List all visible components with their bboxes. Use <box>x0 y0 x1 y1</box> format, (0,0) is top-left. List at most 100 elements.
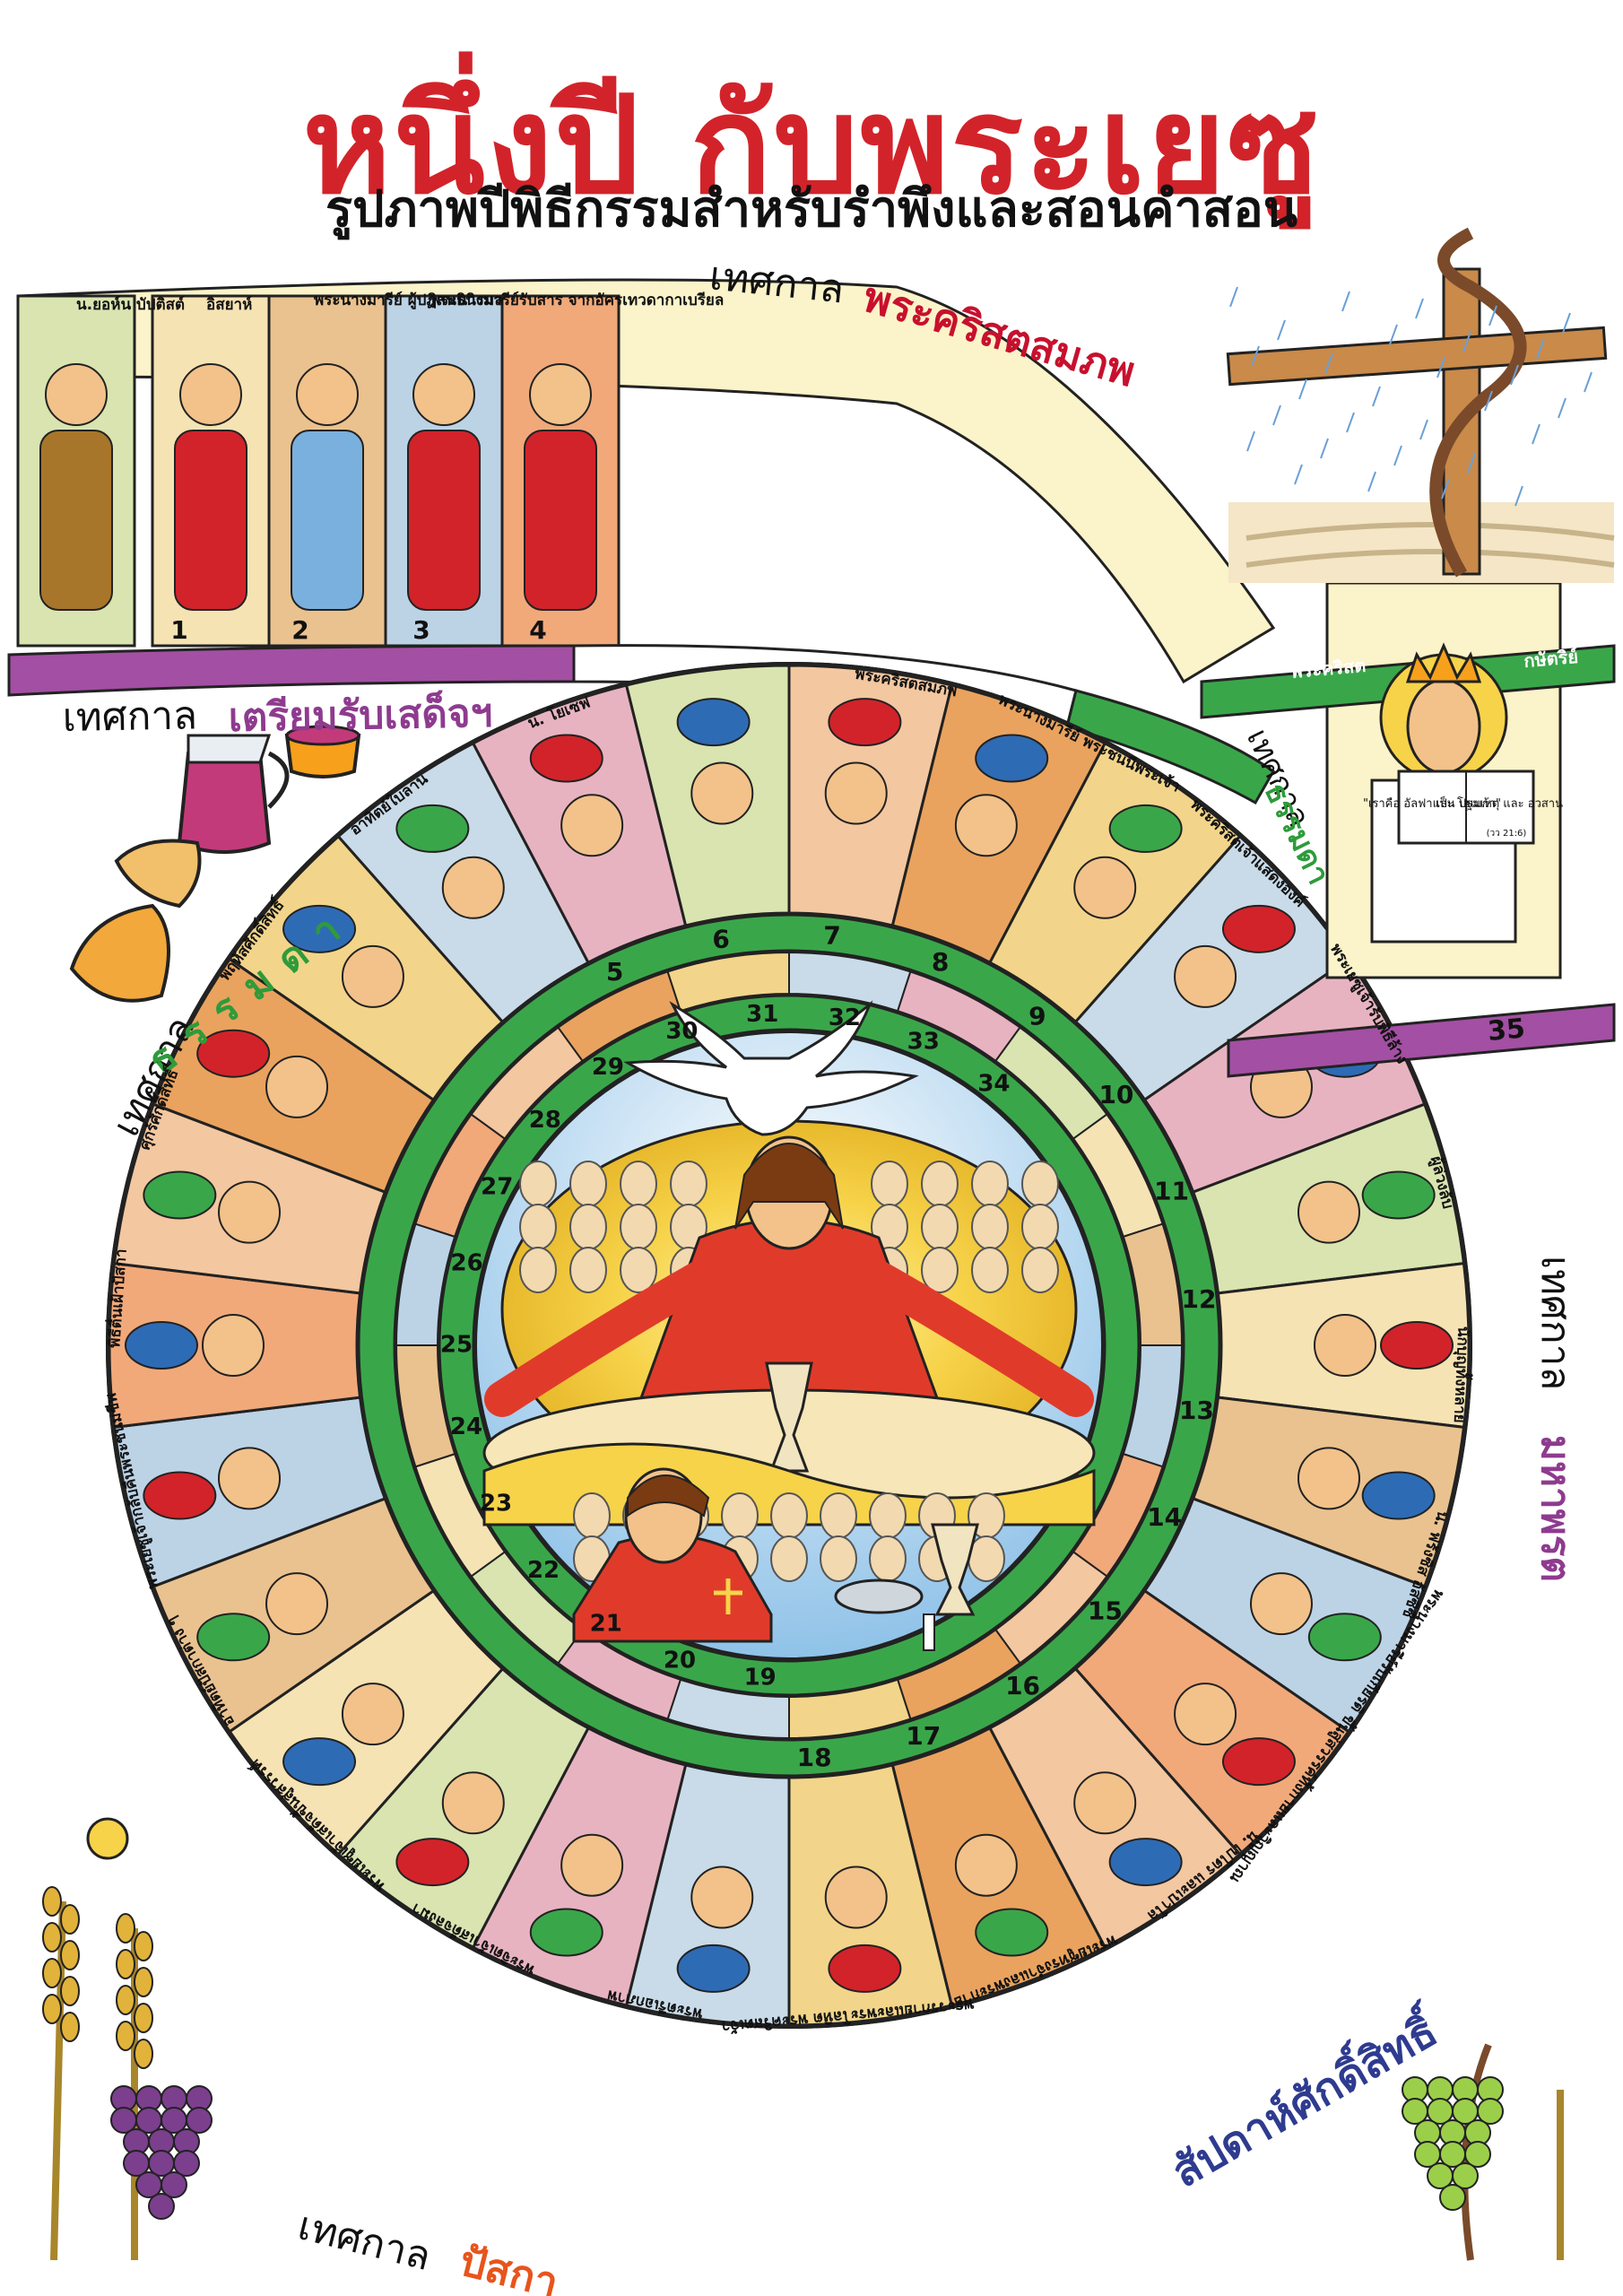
raindrop <box>1515 485 1523 507</box>
figure-robe <box>1307 1613 1382 1662</box>
priest-figure <box>572 1467 773 1643</box>
wheat-grain <box>116 1985 135 2015</box>
caption-c4: พระนางมารีย์รับสาร จากอัครเทวดากาเบรียล <box>430 291 724 309</box>
number-26: 26 <box>451 1250 483 1277</box>
figure-robe <box>1221 1737 1296 1787</box>
number-31: 31 <box>746 1001 778 1028</box>
candle-icon <box>923 1613 935 1651</box>
figure-head <box>1174 1683 1237 1746</box>
figure-robe <box>1108 804 1183 853</box>
raindrop <box>1298 378 1307 400</box>
wheat-grain <box>60 1940 80 1970</box>
number-27: 27 <box>481 1173 513 1200</box>
raindrop <box>1488 305 1497 326</box>
figure-robe <box>676 698 751 747</box>
crowd-face <box>820 1535 857 1582</box>
number-10: 10 <box>1098 1080 1133 1109</box>
number-1: 1 <box>170 615 187 645</box>
figure-robe <box>529 734 603 783</box>
bowl-icon <box>284 734 361 778</box>
grape <box>186 2107 213 2134</box>
raindrop <box>1341 291 1350 312</box>
crowd-face <box>519 1204 557 1250</box>
figure-head <box>179 363 242 426</box>
page-title: หนึ่งปี กับพระเยซู <box>302 68 1321 224</box>
raindrop <box>1467 452 1476 474</box>
wheat-grain <box>134 1967 153 1997</box>
figure-head <box>1073 1771 1137 1835</box>
crowd-face <box>971 1247 1009 1293</box>
paten-icon <box>834 1578 924 1614</box>
grape <box>173 2150 200 2177</box>
crowd-face <box>1021 1204 1059 1250</box>
figure-head <box>954 794 1018 857</box>
easter-prefix: เทศกาล <box>293 2203 435 2280</box>
crowd-face <box>1021 1161 1059 1207</box>
crown-icon <box>1405 642 1482 683</box>
raindrop <box>1277 319 1286 341</box>
number-21: 21 <box>590 1611 622 1638</box>
number-30: 30 <box>665 1018 698 1045</box>
lent-name: มหาพรต <box>1532 1435 1578 1582</box>
bread-icon <box>69 903 170 1003</box>
caption-c2: อิสยาห์ <box>206 295 252 314</box>
wheat-grain <box>116 1949 135 1979</box>
book-ref-text: (วว 21:6) <box>1487 829 1527 839</box>
grape <box>161 2171 187 2198</box>
figure-robe <box>196 1029 271 1078</box>
number-24: 24 <box>450 1413 482 1440</box>
number-17: 17 <box>906 1721 941 1751</box>
page-subtitle: รูปภาพปีพิธีกรรมสำหรับรำพึงและสอนคำสอน <box>325 180 1298 239</box>
figure-head <box>441 856 505 919</box>
grape <box>1452 2162 1479 2189</box>
figure-robe <box>529 1908 603 1957</box>
wheat-grain <box>134 2039 153 2069</box>
raindrop <box>1584 371 1593 393</box>
crowd-face <box>519 1161 557 1207</box>
raindrop <box>1415 298 1424 319</box>
raindrop <box>1294 464 1303 485</box>
crowd-face <box>921 1204 959 1250</box>
raindrop <box>1562 312 1571 334</box>
caption-king: กษัตริย์ <box>1523 646 1579 672</box>
inner-sector-panel <box>666 951 790 1013</box>
top-panel-band <box>7 278 1276 805</box>
figure-robe <box>1361 1471 1436 1520</box>
raindrop <box>1324 352 1333 374</box>
figure-robe <box>1108 1838 1183 1887</box>
wheat-grain <box>42 1886 62 1917</box>
figure-robe <box>676 1944 751 1993</box>
raindrop <box>1510 364 1519 386</box>
caption-c10: นักบุญทั้งหลาย <box>1450 1326 1476 1423</box>
crowd-face <box>921 1247 959 1293</box>
raindrop <box>1393 445 1402 466</box>
raindrop <box>1320 438 1329 459</box>
figure-robe <box>174 430 247 611</box>
figure-head <box>412 363 475 426</box>
figure-head <box>1297 1180 1360 1244</box>
crowd-face <box>620 1161 657 1207</box>
raindrop <box>1441 478 1450 500</box>
dove-icon <box>623 1000 919 1136</box>
number-15: 15 <box>1088 1596 1123 1626</box>
figure-head <box>341 1683 404 1746</box>
number-20: 20 <box>664 1647 696 1674</box>
caption-c1: น.ยอห์น บัปติสต์ <box>76 295 185 314</box>
vine-cross-illustration <box>1226 227 1615 583</box>
raindrop <box>1229 286 1238 308</box>
wheat-grain <box>42 1922 62 1952</box>
crowd-face <box>921 1161 959 1207</box>
wheat-grain <box>116 2021 135 2051</box>
number-12: 12 <box>1182 1284 1217 1314</box>
figure-robe <box>1380 1321 1454 1370</box>
crowd-face <box>871 1161 908 1207</box>
crowd-face <box>721 1492 759 1539</box>
number-11: 11 <box>1154 1177 1189 1206</box>
number-9: 9 <box>1028 1002 1046 1031</box>
sun-icon <box>86 1817 129 1860</box>
number-29: 29 <box>592 1054 624 1081</box>
jesus-figure <box>484 1135 1094 1437</box>
figure-robe <box>196 1613 271 1662</box>
